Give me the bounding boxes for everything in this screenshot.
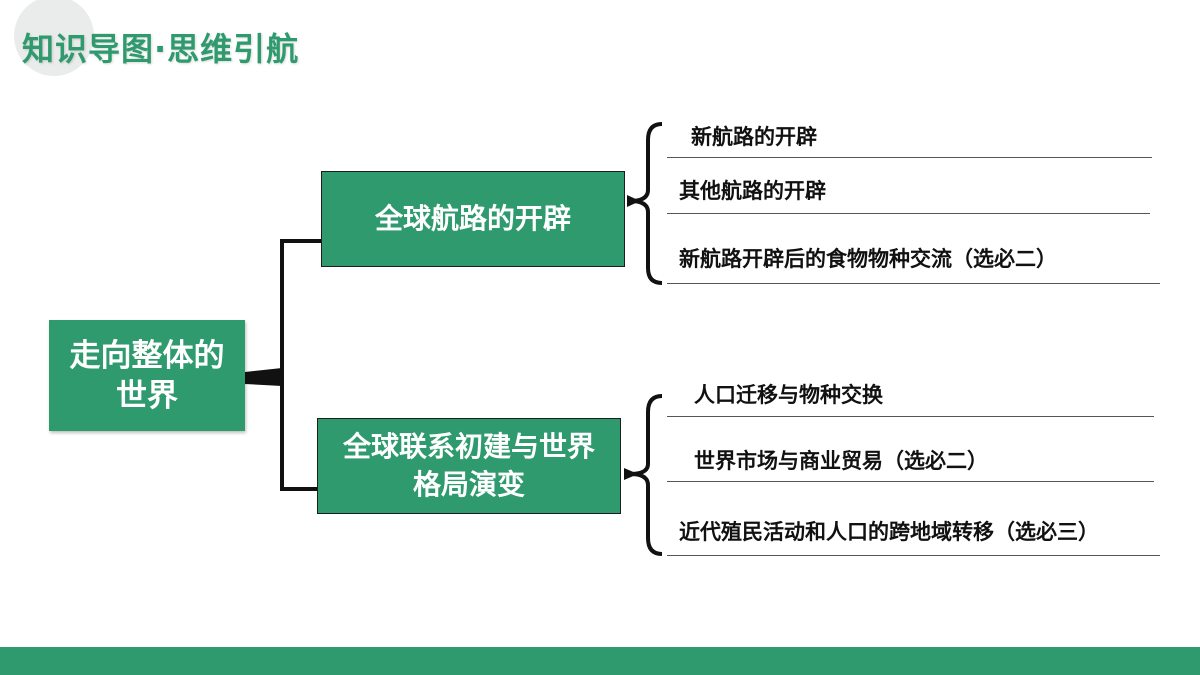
leaf-divider	[667, 416, 1154, 417]
mindmap-branch-node-2: 全球联系初建与世界格局演变	[317, 418, 621, 514]
root-connector-bracket	[244, 239, 321, 491]
branch-2-label: 全球联系初建与世界格局演变	[342, 430, 595, 501]
branch-2-leaf-3: 近代殖民活动和人口的跨地域转移（选必三）	[679, 520, 1099, 544]
leaf-divider	[667, 157, 1152, 158]
leaf-divider	[667, 213, 1150, 214]
header-decoration-circle	[14, 0, 94, 76]
branch-2-leaf-1: 人口迁移与物种交换	[694, 383, 883, 407]
branch-1-leaf-1: 新航路的开辟	[691, 125, 817, 149]
page-title: 知识导图·思维引航	[22, 30, 300, 68]
root-connector-arrow	[245, 368, 282, 386]
branch-1-label: 全球航路的开辟	[374, 202, 571, 235]
branch-1-leaf-3: 新航路开辟后的食物物种交流（选必二）	[679, 247, 1057, 271]
leaf-divider	[667, 481, 1154, 482]
branch-1-leaf-2: 其他航路的开辟	[679, 179, 826, 203]
branch-2-brace-tip	[624, 468, 638, 480]
leaf-divider	[667, 555, 1160, 556]
footer-bar	[0, 647, 1200, 675]
root-node-label: 走向整体的世界	[69, 337, 225, 414]
mindmap-root-node: 走向整体的世界	[49, 320, 245, 431]
branch-1-brace	[629, 122, 663, 285]
branch-2-leaf-2: 世界市场与商业贸易（选必二）	[694, 449, 988, 473]
leaf-divider	[667, 283, 1160, 284]
branch-1-brace-tip	[627, 195, 640, 207]
mindmap-branch-node-1: 全球航路的开辟	[321, 171, 625, 267]
